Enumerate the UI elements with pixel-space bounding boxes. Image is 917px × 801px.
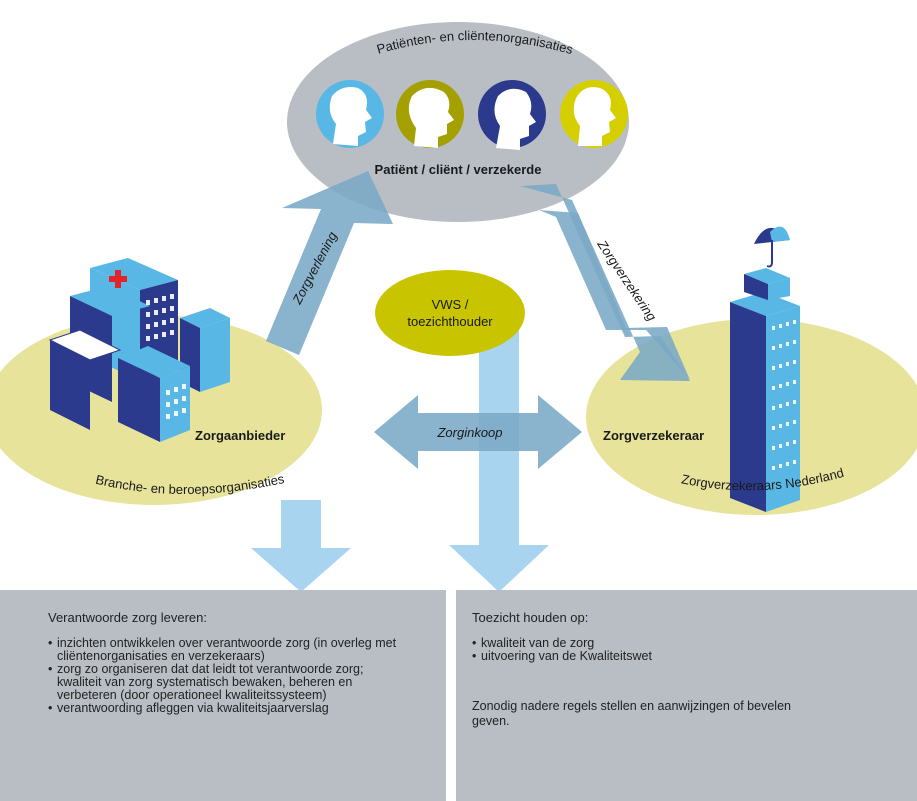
- list-item: uitvoering van de Kwaliteitswet: [472, 650, 872, 664]
- provider-name: Zorgaanbieder: [195, 428, 285, 443]
- hospital-building-icon: [48, 258, 230, 442]
- supervisor-note: Zonodig nadere regels stellen en aanwijz…: [472, 699, 791, 728]
- insurer-name: Zorgverzekeraar: [603, 428, 704, 443]
- vws-label-line2: toezichthouder: [407, 314, 493, 329]
- provider-responsibilities-panel: Verantwoorde zorg leveren: inzichten ont…: [0, 590, 446, 801]
- vws-label-line1: VWS /: [432, 297, 469, 312]
- patients-center-label: Patiënt / cliënt / verzekerde: [375, 162, 542, 177]
- provider-bullet-list: inzichten ontwikkelen over verantwoorde …: [48, 637, 408, 716]
- provider-panel-title: Verantwoorde zorg leveren:: [48, 610, 207, 625]
- list-item: inzichten ontwikkelen over verantwoorde …: [48, 637, 408, 663]
- supervisor-responsibilities-panel: Toezicht houden op: kwaliteit van de zor…: [456, 590, 917, 801]
- zorgverzekering-arrow: [539, 210, 690, 380]
- vws-ellipse: [375, 270, 525, 356]
- list-item: kwaliteit van de zorg: [472, 637, 872, 651]
- person-profile-navy-icon: [478, 80, 546, 150]
- person-profile-olive-icon: [396, 80, 464, 148]
- zorgverzekering-arrow-body: [520, 184, 690, 381]
- person-profile-light-blue-icon: [316, 80, 384, 148]
- provider-down-arrow: [251, 500, 351, 592]
- supervisor-bullet-list: kwaliteit van de zorg uitvoering van de …: [472, 637, 872, 664]
- zorgverlening-arrow: [266, 171, 393, 355]
- insurer-tower-umbrella-icon: [730, 226, 800, 512]
- list-item: verantwoording afleggen via kwaliteitsja…: [48, 702, 408, 716]
- supervisor-panel-title: Toezicht houden op:: [472, 610, 589, 625]
- list-item: zorg zo organiseren dat dat leidt tot ve…: [48, 663, 408, 702]
- person-profile-yellow-icon: [560, 80, 628, 148]
- zorginkoop-arrow: [374, 395, 582, 469]
- vws-down-arrow: [449, 330, 549, 592]
- zorginkoop-label: Zorginkoop: [436, 425, 502, 440]
